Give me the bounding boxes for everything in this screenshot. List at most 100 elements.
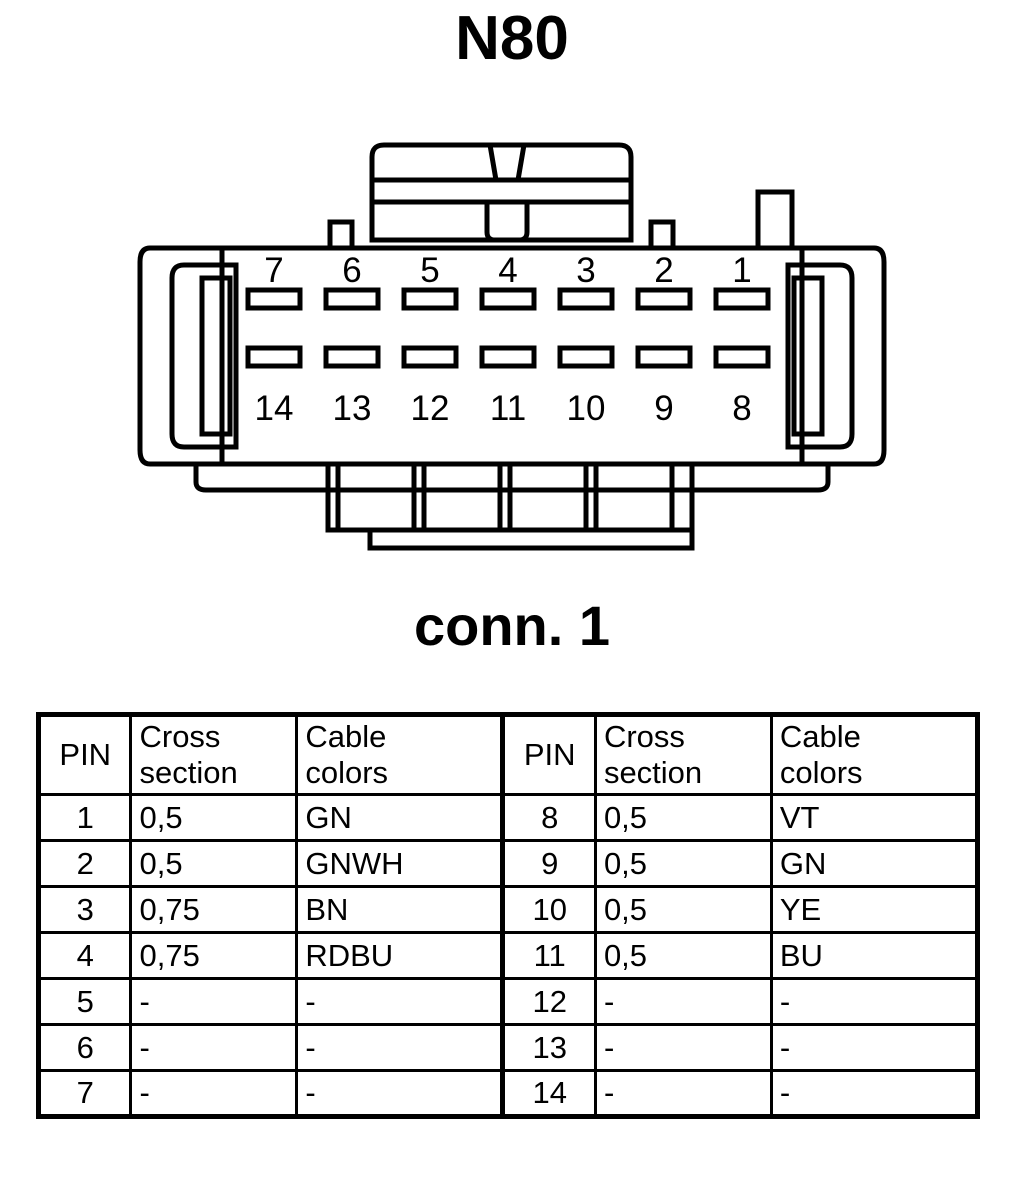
cell-cross-section: 0,5 [129,793,299,842]
pin-number-5: 5 [420,251,439,290]
header-cross-left-line1: Cross [139,719,221,754]
cell-cable-colors: RDBU [295,931,506,980]
pin-slot-13 [323,345,381,369]
table-row: 2 0,5 GNWH 9 0,5 GN [36,839,980,888]
pin-slot-5 [401,287,459,311]
pin-number-2: 2 [654,251,673,290]
cell-cross-section: - [129,977,299,1026]
page-title: N80 [455,4,569,73]
body-tab-right [648,219,676,251]
cell-pin: 8 [500,793,597,842]
cell-pin: 13 [500,1023,597,1072]
cell-pin: 4 [36,931,133,980]
pin-number-3: 3 [576,251,595,290]
cell-cable-colors: - [769,977,980,1026]
side-latch-left-outer [169,262,239,450]
latch-body [369,142,634,243]
table-row: 5 - - 12 - - [36,977,980,1026]
pin-slot-10 [557,345,615,369]
header-cable-left-line2: colors [305,755,389,790]
body-tab-left [327,219,355,251]
pin-table: PIN Cross section Cable colors PIN Cross… [36,712,980,1119]
cell-cable-colors: GN [295,793,506,842]
pin-slot-7 [245,287,303,311]
cell-cross-section: - [129,1023,299,1072]
pin-number-9: 9 [654,389,673,428]
pin-slot-14 [245,345,303,369]
pin-number-1: 1 [732,251,751,290]
pin-number-13: 13 [333,389,372,428]
header-pin-right-text: PIN [523,737,576,772]
pin-slot-4 [479,287,537,311]
cell-cross-section: 0,5 [593,793,773,842]
table-row: 7 - - 14 - - [36,1069,980,1118]
header-pin-left-text: PIN [59,737,112,772]
cell-pin: 12 [500,977,597,1026]
header-cable-right-line2: colors [779,755,863,790]
table-row: 3 0,75 BN 10 0,5 YE [36,885,980,934]
header-cross-right-line1: Cross [603,719,685,754]
pin-slot-9 [635,345,693,369]
cell-cross-section: 0,5 [593,931,773,980]
cell-pin: 11 [500,931,597,980]
pin-slot-6 [323,287,381,311]
cell-pin: 6 [36,1023,133,1072]
header-pin-left: PIN [36,713,133,796]
cell-pin: 10 [500,885,597,934]
side-latch-right-outer [785,262,855,450]
cell-pin: 14 [500,1069,597,1118]
cell-cable-colors: - [295,1069,506,1118]
cell-pin: 5 [36,977,133,1026]
cell-cross-section: - [593,1069,773,1118]
skirt-foot [367,530,695,551]
table-row: 4 0,75 RDBU 11 0,5 BU [36,931,980,980]
cell-cross-section: 0,75 [129,885,299,934]
cell-cable-colors: - [769,1069,980,1118]
latch-tab [484,202,530,243]
pin-number-10: 10 [567,389,606,428]
connector-label: conn. 1 [413,594,611,657]
pin-slot-11 [479,345,537,369]
table-row: 6 - - 13 - - [36,1023,980,1072]
side-latch-right-inner [791,275,825,437]
pin-slot-8 [713,345,771,369]
cell-cross-section: 0,75 [129,931,299,980]
table-header-row: PIN Cross section Cable colors PIN Cross… [36,713,980,796]
pin-number-12: 12 [411,389,450,428]
connector-svg: 7 6 5 4 3 2 1 14 13 12 11 10 9 8 [137,142,887,551]
cell-cross-section: 0,5 [593,885,773,934]
header-cable-colors-left: Cable colors [295,713,506,796]
pin-number-8: 8 [732,389,751,428]
connector-body [137,245,887,467]
cell-pin: 7 [36,1069,133,1118]
side-latch-left-inner [199,275,233,437]
cell-cable-colors: GNWH [295,839,506,888]
header-cross-section-right: Cross section [593,713,773,796]
latch-notch-left [487,144,499,181]
cell-cable-colors: YE [769,885,980,934]
cell-cross-section: 0,5 [593,839,773,888]
pin-number-11: 11 [490,389,526,428]
pin-assignment-table: PIN Cross section Cable colors PIN Cross… [36,712,980,1119]
pin-slot-12 [401,345,459,369]
cell-cable-colors: BU [769,931,980,980]
pin-slot-1 [713,287,771,311]
cell-cable-colors: - [769,1023,980,1072]
cell-pin: 9 [500,839,597,888]
header-cable-right-line1: Cable [779,719,861,754]
cell-cross-section: - [593,1023,773,1072]
pin-number-4: 4 [498,251,517,290]
cell-pin: 1 [36,793,133,842]
header-cross-left-line2: section [139,755,238,790]
latch-notch-right [515,144,527,181]
cell-cable-colors: GN [769,839,980,888]
cell-cross-section: - [593,977,773,1026]
cell-cable-colors: - [295,977,506,1026]
header-cross-right-line2: section [603,755,703,790]
header-cable-colors-right: Cable colors [769,713,980,796]
cell-pin: 3 [36,885,133,934]
body-tab-outer-right [755,189,795,251]
cell-pin: 2 [36,839,133,888]
cell-cable-colors: BN [295,885,506,934]
header-pin-right: PIN [500,713,597,796]
